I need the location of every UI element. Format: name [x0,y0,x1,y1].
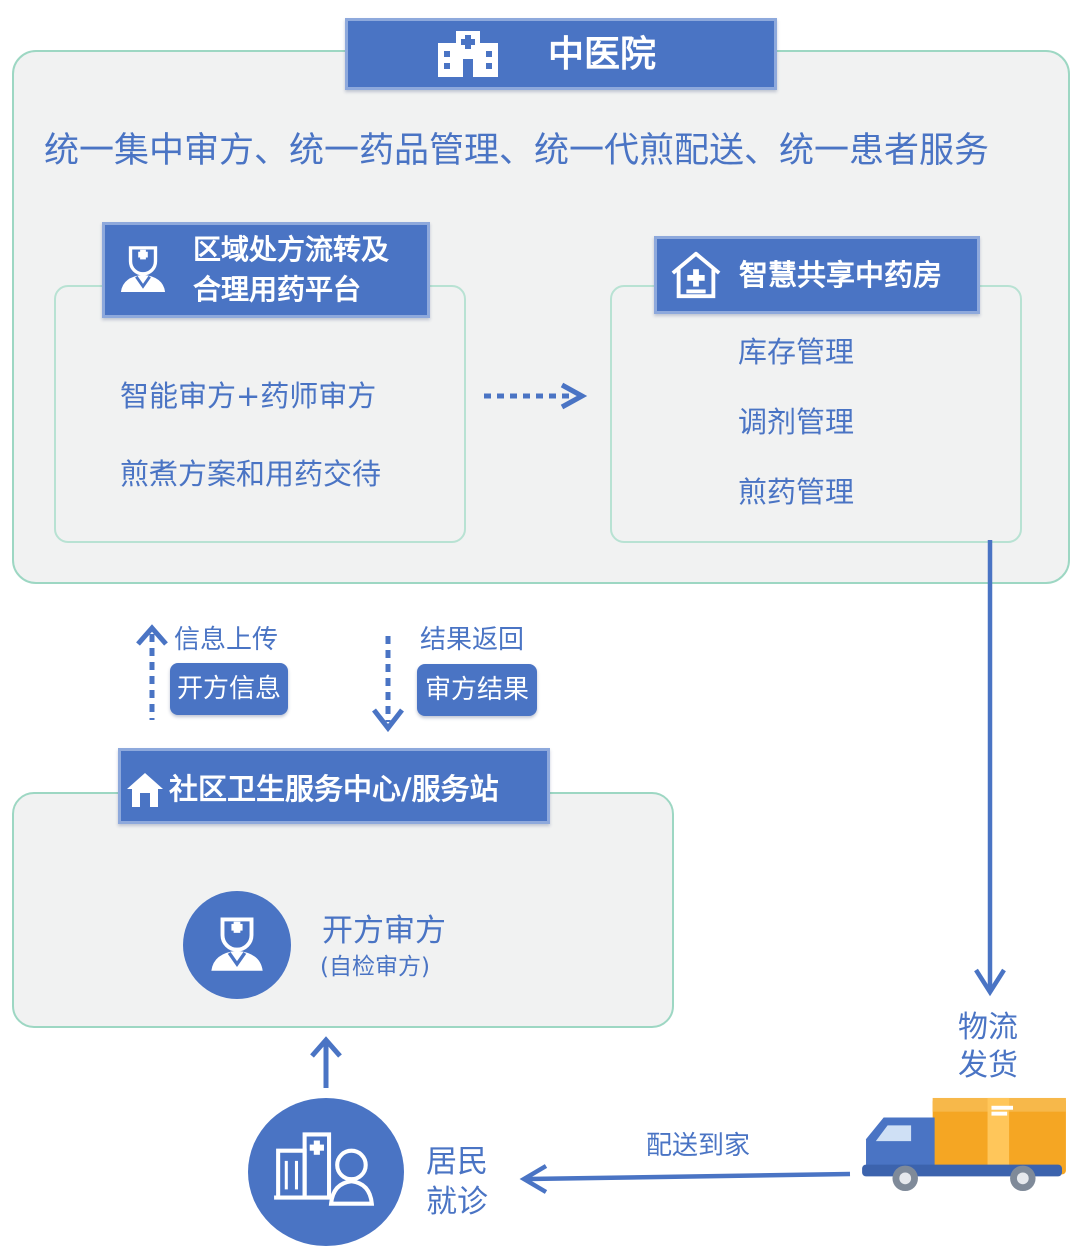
pharmacy-title: 智慧共享中药房 [739,258,943,292]
house-icon [127,773,163,807]
platform-banner: 区域处方流转及 合理用药平台 [102,222,430,318]
logistics-label-line1: 物流 [958,1010,1018,1045]
community-main-label: 开方审方 [322,913,446,949]
resident-label-line1: 居民 [426,1144,488,1180]
pharmacy-banner: 智慧共享中药房 [654,236,980,314]
hospital-icon [438,31,498,77]
flow-arrow-right [484,382,588,410]
upload-arrow [136,624,168,720]
delivery-label: 配送到家 [646,1131,751,1161]
community-doctor-avatar [183,891,291,999]
logistics-arrow-down [974,540,1006,997]
pharmacy-panel [610,285,1022,543]
result-tag: 审方结果 [417,664,537,716]
truck-icon [862,1097,1066,1192]
pharmacy-item: 煎药管理 [738,475,855,509]
community-title: 社区卫生服务中心/服务站 [169,772,499,806]
community-sub-label: (自检审方) [320,954,430,980]
community-panel [12,792,674,1028]
logistics-label-line2: 发货 [958,1048,1018,1083]
platform-title-line2: 合理用药平台 [193,273,362,306]
delivery-arrow [519,1164,851,1194]
hospital-title: 中医院 [548,34,657,75]
pharmacy-item: 调剂管理 [738,405,855,439]
resident-label-line2: 就诊 [426,1184,488,1220]
doctor-icon [211,917,263,971]
resident-icon [274,1132,375,1206]
upload-label: 信息上传 [174,625,279,655]
resident-avatar [248,1098,404,1246]
resident-up-arrow [310,1036,342,1088]
platform-item: 智能审方+药师审方 [120,379,377,413]
hospital-banner: 中医院 [345,18,777,90]
pharmacy-item: 库存管理 [738,335,855,369]
platform-item: 煎煮方案和用药交待 [120,457,382,491]
community-banner: 社区卫生服务中心/服务站 [118,748,550,824]
upload-tag: 开方信息 [170,663,288,715]
result-arrow [372,636,404,733]
result-label: 结果返回 [420,625,525,655]
platform-title-line1: 区域处方流转及 [193,233,390,266]
pharmacy-home-icon [671,251,721,299]
hospital-subtitle: 统一集中审方、统一药品管理、统一代煎配送、统一患者服务 [44,131,990,171]
doctor-icon [120,246,166,293]
